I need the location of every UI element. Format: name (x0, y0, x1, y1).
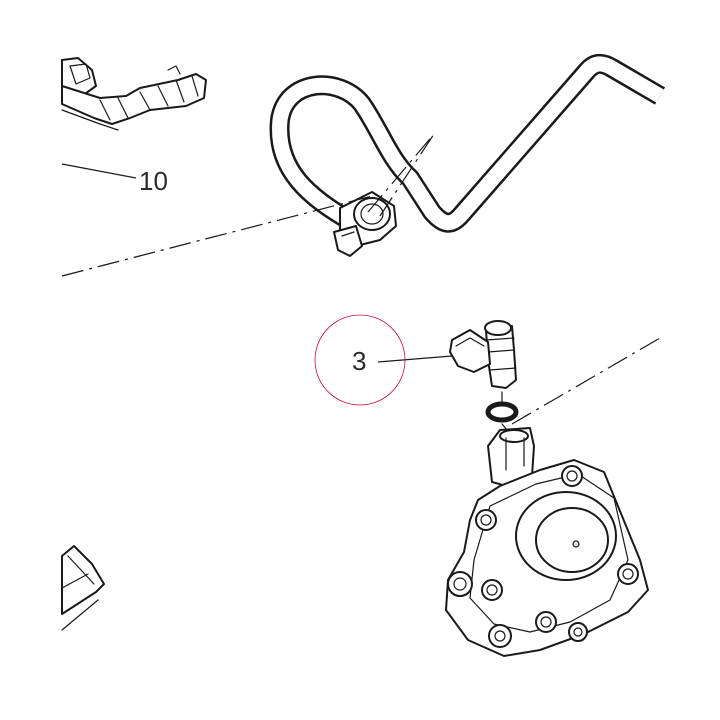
centerline-injector (511, 337, 661, 425)
callout-label-10: 10 (139, 166, 168, 196)
hose-connector (333, 191, 397, 257)
bolt-boss (488, 624, 512, 648)
centerline-intake (61, 195, 373, 277)
throttle-body-fragment (61, 57, 207, 131)
callout-highlight-circle (314, 314, 406, 406)
bolt-boss (447, 571, 473, 597)
fuel-hose (269, 53, 666, 233)
bolt-boss (561, 465, 583, 487)
callout-leader-3 (377, 355, 453, 363)
bolt-boss (617, 563, 639, 585)
callout-leader-10 (61, 163, 137, 179)
bolt-boss (535, 611, 557, 633)
centerline-connector-b (379, 133, 435, 217)
callout-label-3: 3 (352, 346, 366, 376)
bolt-boss (568, 622, 588, 642)
o-ring-seal (485, 401, 519, 423)
bolt-boss (481, 579, 503, 601)
fuel-injector (449, 320, 517, 389)
bolt-boss (475, 509, 497, 531)
centerline-connector-a (367, 133, 435, 213)
bracket-fragment (61, 545, 105, 631)
intake-manifold-housing (445, 427, 649, 657)
